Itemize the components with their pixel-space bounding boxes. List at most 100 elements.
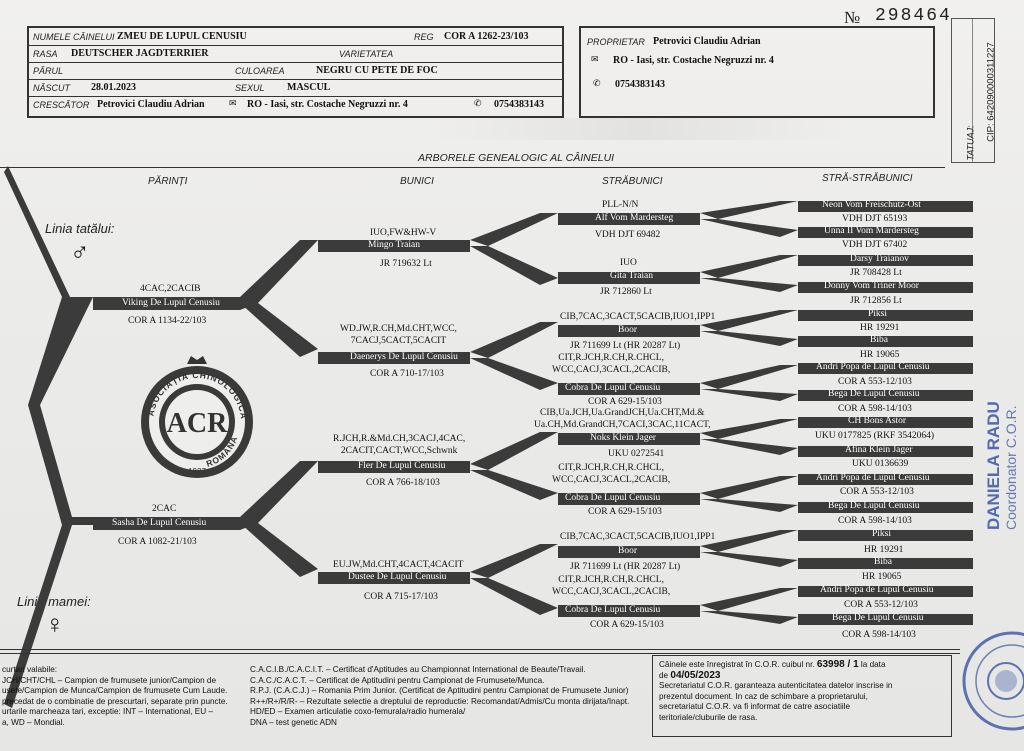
label-hair: PĂRUL [33,66,64,76]
legend-line: DNA – test genetic ADN [250,717,337,727]
mother-line-label: Linia mamei: [17,594,91,609]
phone-icon: ✆ [593,78,601,88]
envelope-icon: ✉ [229,98,237,108]
great-4-titles: CIT,R.JCH,R.CH,R.CHCL, WCC,CACJ,3CACL,2C… [552,353,671,375]
coordinator-role: Coordonator C.O.R. [1003,405,1019,531]
great-2-reg: JR 712860 Lt [600,287,652,297]
dog-breed: DEUTSCHER JAGDTERRIER [71,48,209,59]
reg-paragraph-2: prezentul document. In caz de schimbare … [659,691,868,701]
ggreat-9-reg: UKU 0177825 (RKF 3542064) [815,431,935,441]
owner-name: Petrovici Claudiu Adrian [653,36,761,47]
label-breeder: CRESCĂTOR [33,100,90,110]
ggreat-14-reg: HR 19065 [862,572,902,582]
ggreat-4-reg: JR 712856 Lt [850,296,902,306]
label-variety: VARIETATEA [339,49,394,59]
label-born: NĂSCUT [33,83,71,93]
father-name: Viking De Lupul Cenusiu [122,298,220,308]
great-2-name: Gita Traian [610,271,654,281]
acr-logo: ASOCIAȚIA CHINOLOGICĂ ROMÂNĂ ACR 1927 [141,356,253,478]
great-2-titles: IUO [620,258,637,268]
breeder-name: Petrovici Claudiu Adrian [97,99,205,110]
grand-2-name: Daenerys De Lupul Cenusiu [350,352,458,362]
reg-paragraph-3: secretariatul C.O.R. va fi informat de c… [659,702,851,711]
label-owner: PROPRIETAR [587,37,645,47]
watermark-band [430,118,850,140]
mother-reg: COR A 1082-21/103 [118,537,197,547]
great-7-titles: CIB,7CAC,3CACT,5CACIB,IUO1,IPP1 [560,532,716,542]
grand-1-reg: JR 719632 Lt [380,259,432,269]
cert-number-prefix: № [844,8,861,27]
breeder-phone: 0754383143 [494,99,544,110]
grand-3-name: Fler De Lupul Cenusiu [358,461,446,471]
dog-info-box: NUMELE CÂINELUI ZMEU DE LUPUL CENUSIU RE… [27,26,564,118]
ggreat-10-name: Afina Klein Jager [845,445,913,455]
ggreat-3-name: Darsy Traianov [850,254,909,264]
reg-paragraph-1: Secretariatul C.O.R. garanteaza autentic… [659,681,893,690]
label-sex: SEXUL [235,83,265,93]
coordinator-name: DANIELA RADU [984,401,1003,530]
legend-line: C.A.C.I.B./C.A.C.I.T. – Certificat d'Apt… [250,665,586,674]
ggreat-13-name: Piksi [872,529,892,539]
ggreat-6-name: Biba [870,335,888,345]
ggreat-8-name: Bega De Lupul Cenusiu [828,389,920,399]
tree-title: ARBORELE GENEALOGIC AL CÂINELUI [418,152,615,164]
great-3-reg: JR 711699 Lt (HR 20287 Lt) [570,341,681,351]
legend-line: precedat de o combinatie de prescurtari,… [2,696,228,706]
ggreat-10-reg: UKU 0136639 [852,459,909,469]
logo-year: 1927 [188,467,206,476]
mother-name: Sasha De Lupul Cenusiu [112,518,207,528]
great-4-name: Cobra De Lupul Cenusiu [565,383,661,393]
ggreat-9-name: CH Bons Astor [848,416,907,426]
footer-rule-2 [0,653,960,654]
dog-sex: MASCUL [287,82,331,93]
great-6-name: Cobra De Lupul Cenusiu [565,493,661,503]
father-reg: COR A 1134-22/103 [128,316,207,326]
phone-icon: ✆ [474,98,482,108]
ggreat-16-reg: COR A 598-14/103 [842,630,916,640]
great-3-titles: CIB,7CAC,3CACT,5CACIB,IUO1,IPP1 [560,312,716,322]
label-color: CULOAREA [235,66,285,76]
coordinator-stamp: DANIELA RADU Coordonator C.O.R. [942,360,1019,530]
label-reg: REG [414,32,434,42]
dog-name: ZMEU DE LUPUL CENUSIU [117,31,247,42]
legend-line: curtari valabile: [2,665,58,674]
grand-4-reg: COR A 715-17/103 [364,592,438,602]
crown-icon [187,356,207,364]
breeder-address: RO - Iasi, str. Costache Negruzzi nr. 4 [247,99,408,110]
cert-number: 298464 [875,6,952,26]
tatuaj-box: TATUAJ: CIP: 642090000311227 [951,18,997,163]
owner-box: PROPRIETAR Petrovici Claudiu Adrian ✉ RO… [579,26,935,118]
grand-2-titles: WD.JW,R.CH,Md.CHT,WCC, 7CACJ,5CACT,5CACI… [340,324,457,346]
label-dog-name: NUMELE CÂINELUI [33,32,115,42]
ggreat-7-reg: COR A 553-12/103 [838,377,912,387]
ggreat-11-name: Andri Popa de Lupul Cenusiu [816,473,930,483]
grand-3-titles: R.JCH,R.&Md.CH,3CACJ,4CAC, 2CACIT,CACT,W… [333,434,466,456]
legend-line: HD/ED – Examen articulatie coxo-femurala… [250,707,466,716]
ggreat-3-reg: JR 708428 Lt [850,268,902,278]
grand-4-name: Dustee De Lupul Cenusiu [348,572,447,582]
ggreat-14-name: Biba [874,557,892,567]
great-3-name: Boor [618,325,637,335]
great-6-reg: COR A 629-15/103 [588,507,662,517]
great-7-reg: JR 711699 Lt (HR 20287 Lt) [570,562,681,572]
ggreat-7-name: Andri Popa de Lupul Cenusiu [816,362,930,372]
great-5-reg: UKU 0272541 [608,449,665,459]
great-8-titles: CIT,R.JCH,R.CH,R.CHCL, WCC,CACJ,3CACL,2C… [552,575,671,597]
grand-1-name: Mingo Traian [368,240,420,250]
ggreat-1-reg: VDH DJT 65193 [842,214,908,224]
ggreat-2-name: Unna II Vom Mardersteg [824,226,919,236]
title-rule [0,167,945,168]
ggreat-12-name: Bega De Lupul Cenusiu [828,501,920,511]
registration-box: Câinele este înregistrat în C.O.R. cuibu… [652,655,952,737]
ggreat-12-reg: COR A 598-14/103 [838,516,912,526]
reg-nest-number: 63998 / 1 [816,659,859,670]
male-symbol: ♂ [70,238,90,267]
dog-reg: COR A 1262-23/103 [444,31,529,42]
ggreat-5-reg: HR 19291 [860,323,900,333]
reg-text-2: de [659,670,669,680]
legend-line: urtarile marcheaza tari, exceptie: INT –… [2,707,214,716]
cor-round-stamp [962,631,1024,731]
female-symbol: ♀ [45,610,65,639]
father-titles: 4CAC,2CACIB [140,284,201,294]
